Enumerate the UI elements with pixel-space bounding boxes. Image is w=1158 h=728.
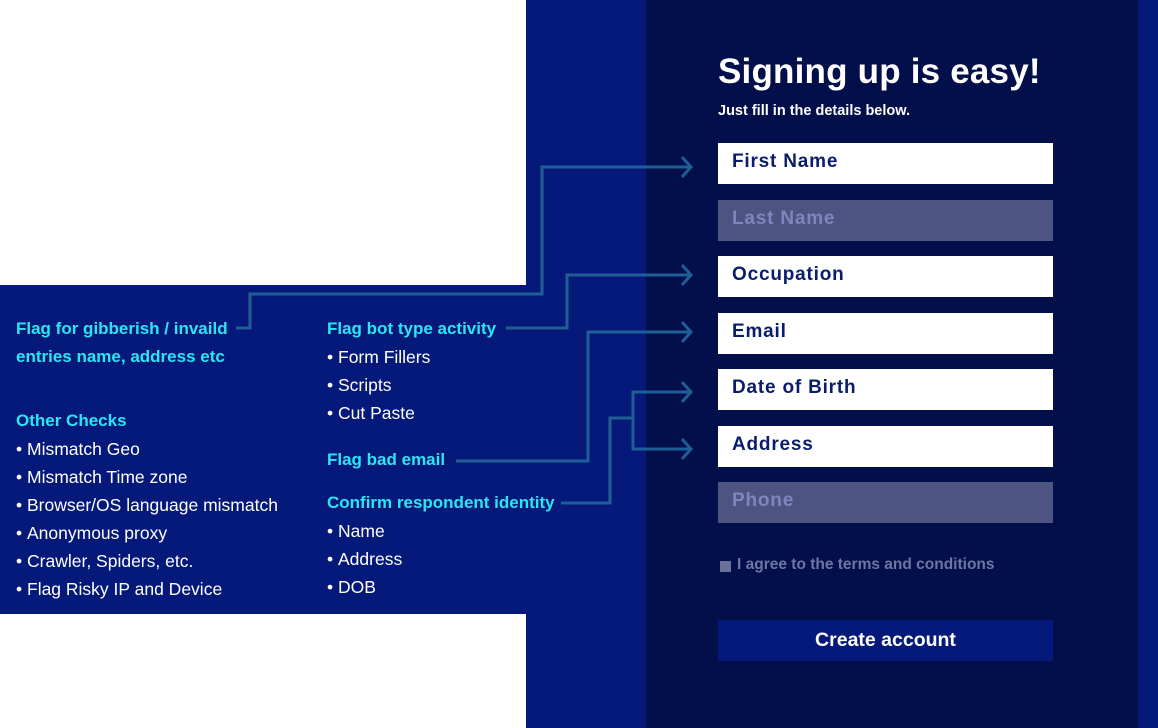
connector-gibberish-to-first-name: [236, 165, 690, 330]
create-account-button[interactable]: Create account: [718, 620, 1053, 661]
list-item: Browser/OS language mismatch: [16, 491, 278, 519]
arrow-head-email: [680, 320, 694, 344]
list-item: Cut Paste: [327, 399, 430, 427]
list-item: Mismatch Geo: [16, 435, 278, 463]
connector-identity-to-dob-address: [561, 390, 690, 505]
gibberish-note: Flag for gibberish / invaild entries nam…: [16, 315, 228, 371]
gibberish-note-line2: entries name, address etc: [16, 347, 225, 366]
form-title: Signing up is easy!: [718, 52, 1041, 91]
list-item: Form Fillers: [327, 343, 430, 371]
connector-bot-to-occupation: [506, 273, 690, 330]
list-item: DOB: [327, 573, 402, 601]
list-item: Address: [327, 545, 402, 573]
bot-activity-title: Flag bot type activity: [327, 319, 497, 338]
other-checks-list: Mismatch Geo Mismatch Time zone Browser/…: [16, 435, 278, 603]
arrow-head-first-name: [680, 155, 694, 179]
other-checks-title: Other Checks: [16, 411, 127, 430]
list-item: Crawler, Spiders, etc.: [16, 547, 278, 575]
address-field[interactable]: Address: [718, 426, 1053, 467]
bad-email-title: Flag bad email: [327, 450, 446, 469]
last-name-field[interactable]: Last Name: [718, 200, 1053, 241]
list-item: Name: [327, 517, 402, 545]
identity-title: Confirm respondent identity: [327, 493, 555, 512]
form-subtitle: Just fill in the details below.: [718, 103, 911, 119]
phone-field[interactable]: Phone: [718, 482, 1053, 523]
first-name-field[interactable]: First Name: [718, 143, 1053, 184]
arrow-head-address: [680, 437, 694, 461]
terms-label: I agree to the terms and conditions: [737, 556, 995, 573]
terms-checkbox[interactable]: [720, 561, 731, 572]
list-item: Scripts: [327, 371, 430, 399]
list-item: Flag Risky IP and Device: [16, 575, 278, 603]
bot-activity-list: Form Fillers Scripts Cut Paste: [327, 343, 430, 427]
signup-form-panel: [646, 0, 1138, 728]
identity-list: Name Address DOB: [327, 517, 402, 601]
list-item: Anonymous proxy: [16, 519, 278, 547]
occupation-field[interactable]: Occupation: [718, 256, 1053, 297]
list-item: Mismatch Time zone: [16, 463, 278, 491]
arrow-head-occupation: [680, 263, 694, 287]
right-edge-strip: [1138, 0, 1158, 728]
arrow-head-dob: [680, 380, 694, 404]
gibberish-note-line1: Flag for gibberish / invaild: [16, 319, 228, 338]
date-of-birth-field[interactable]: Date of Birth: [718, 369, 1053, 410]
background-column: [526, 0, 646, 728]
connector-email-to-email: [456, 330, 690, 463]
email-field[interactable]: Email: [718, 313, 1053, 354]
